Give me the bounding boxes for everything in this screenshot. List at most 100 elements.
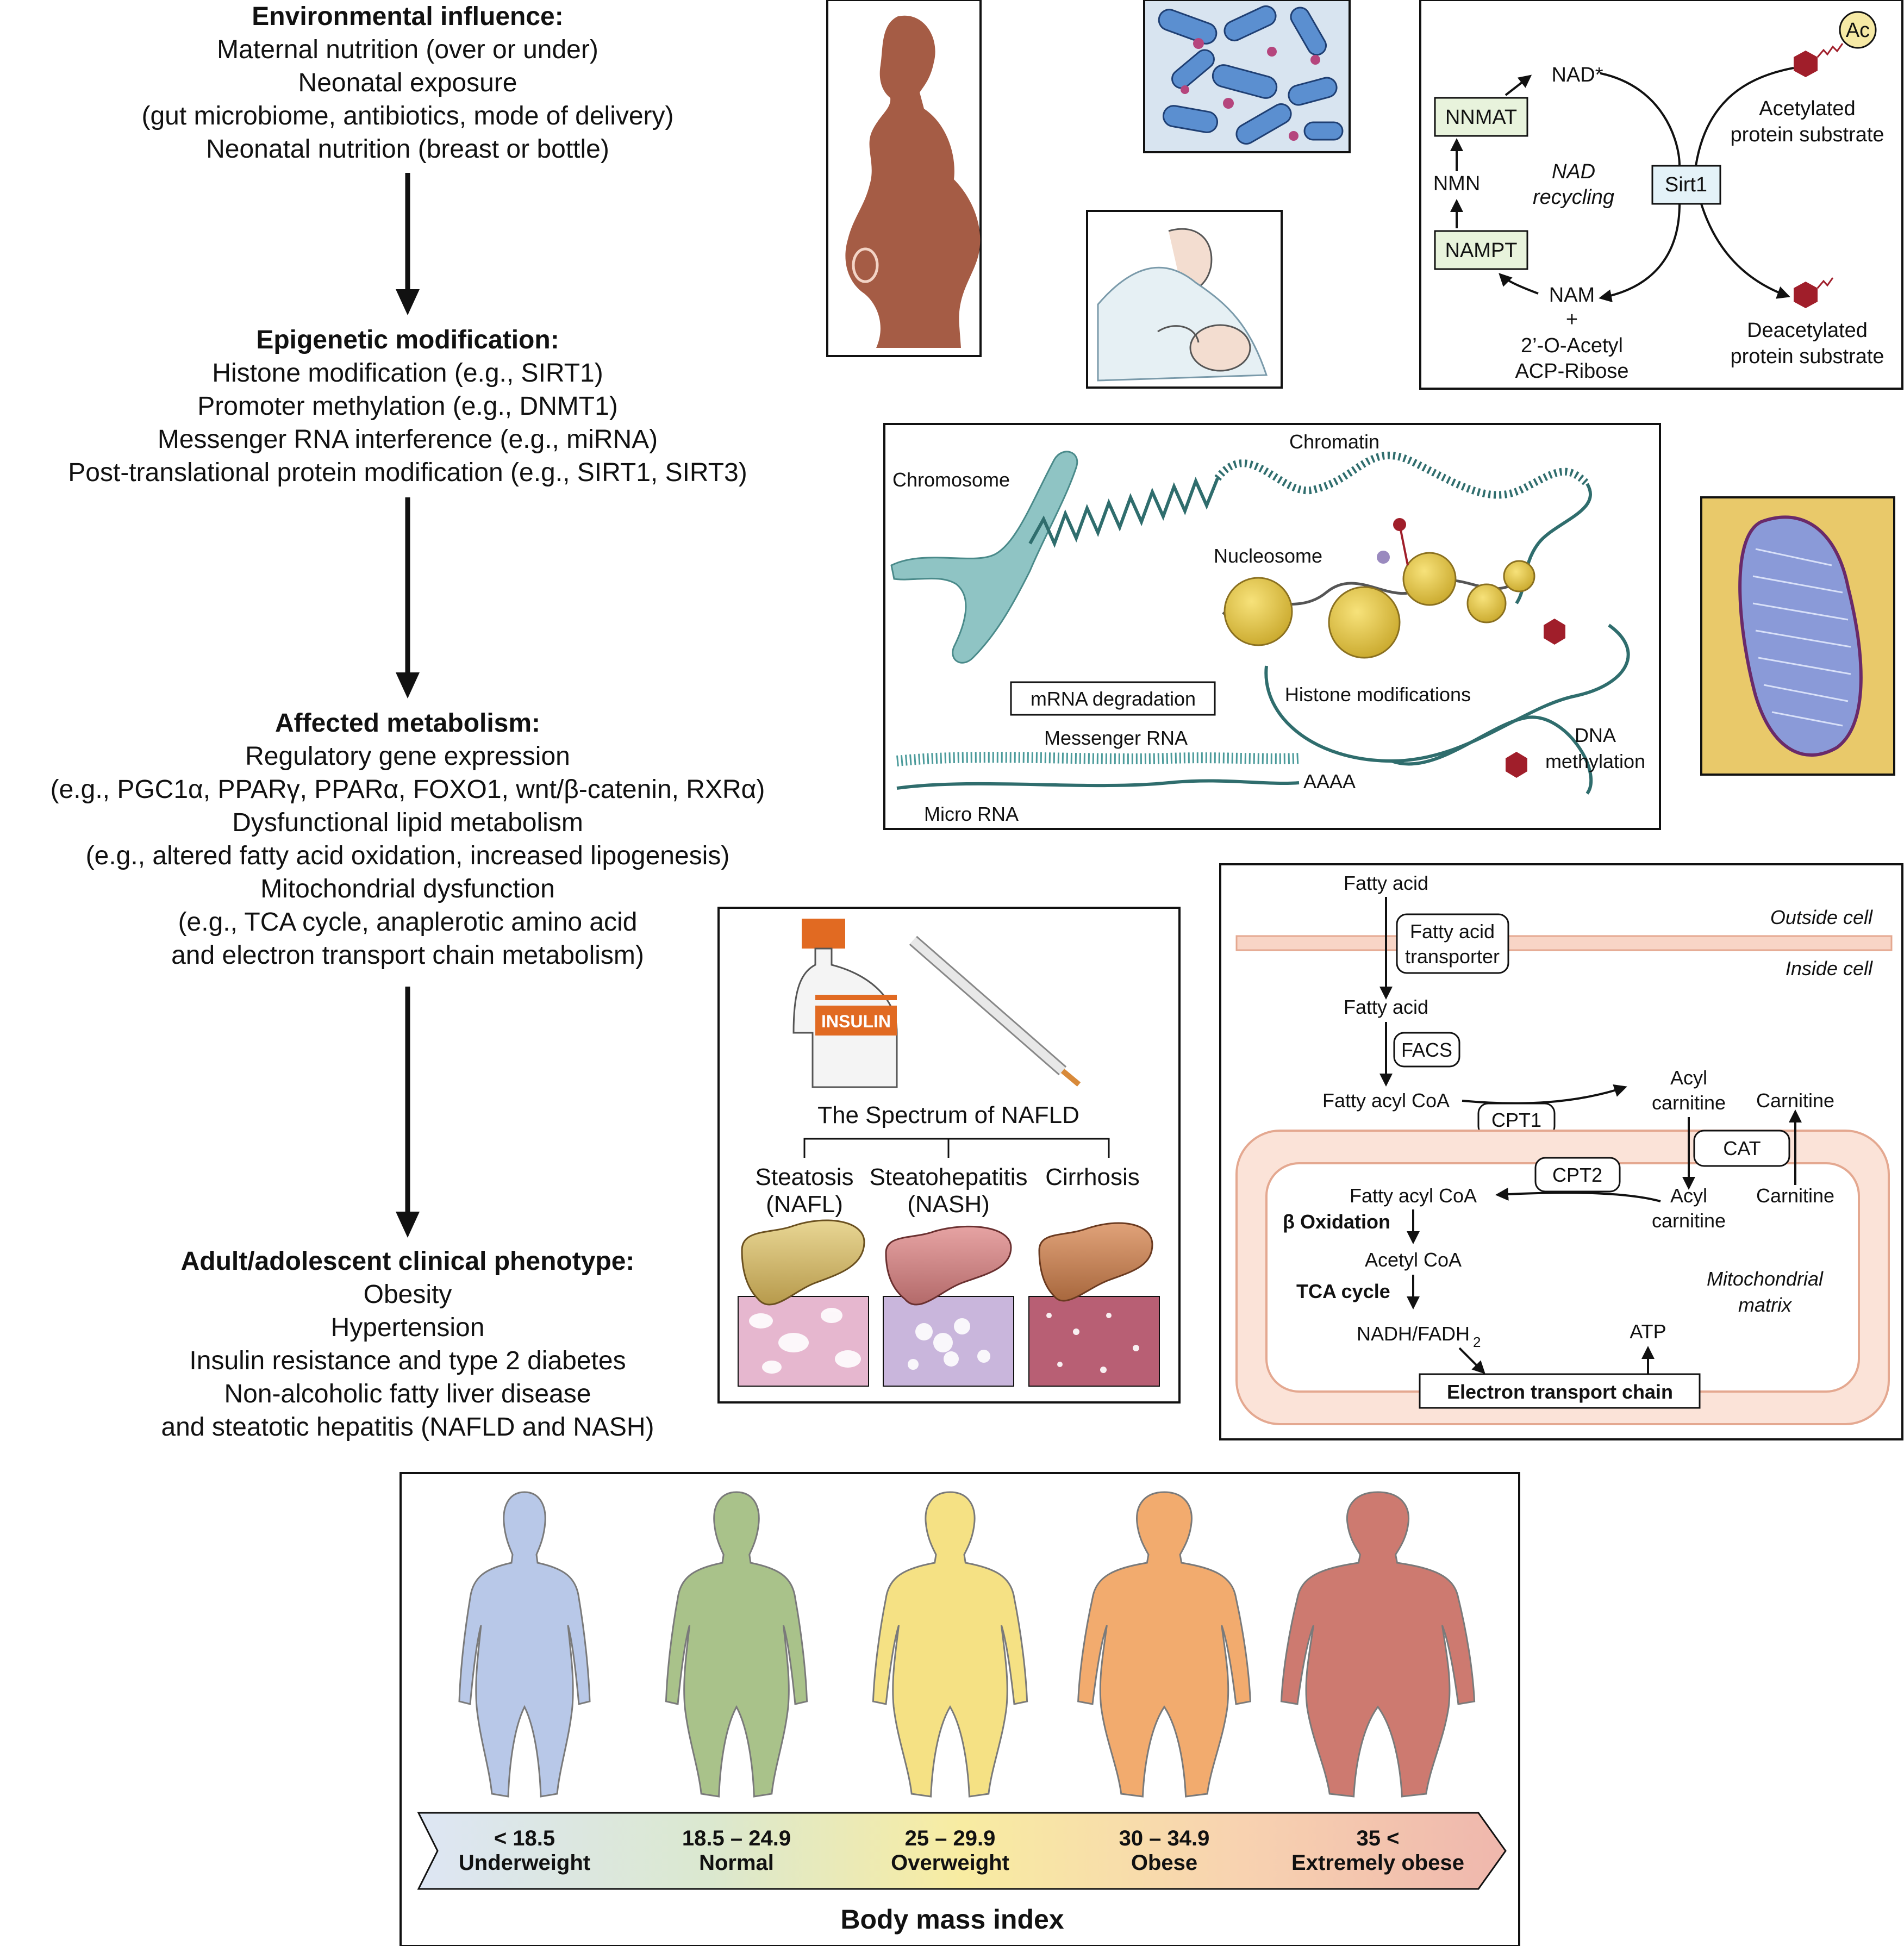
chromosome-label: Chromosome — [892, 469, 1010, 491]
insulin-label-band — [815, 1006, 897, 1036]
insulin-text: INSULIN — [821, 1012, 891, 1031]
cell-membrane — [1235, 935, 1893, 951]
methyl-hexagon-1 — [1544, 619, 1565, 645]
deacetylated-label-1: Deacetylated — [1747, 319, 1868, 342]
phe-line-2: Hypertension — [330, 1313, 485, 1342]
nafld-panel: INSULIN The Spectrum of NAFLD Steatosis … — [717, 907, 1181, 1404]
bacteria-cluster — [1158, 5, 1344, 145]
cristae — [1752, 548, 1851, 727]
phe-line-1: Obesity — [363, 1280, 452, 1309]
epi-line-1: Histone modification (e.g., SIRT1) — [212, 359, 603, 388]
nucleosome-3 — [1402, 552, 1457, 606]
metabolism-block: Affected metabolism: Regulatory gene exp… — [0, 707, 815, 972]
syringe-needle — [1060, 1069, 1081, 1087]
etc-label: Electron transport chain — [1447, 1381, 1673, 1403]
inside-cell-label: Inside cell — [1786, 957, 1873, 980]
methyl-hexagon-2 — [1506, 752, 1527, 778]
env-line-4: Neonatal nutrition (breast or bottle) — [206, 135, 609, 164]
met-line-4: (e.g., altered fatty acid oxidation, inc… — [85, 841, 730, 870]
sirt1-panel: NAD* NNMAT NMN NAMPT NAM + 2’-O-Acetyl A… — [1419, 0, 1903, 390]
bmi-range-2: 18.5 – 24.9 — [682, 1826, 791, 1850]
body-silhouette-5 — [1280, 1491, 1476, 1798]
nucleosome-4 — [1466, 583, 1507, 623]
epi-line-2: Promoter methylation (e.g., DNMT1) — [197, 392, 618, 421]
aaaa-label: AAAA — [1303, 770, 1356, 793]
cat-box — [1693, 1130, 1790, 1167]
bmi-range-5: 35 < — [1357, 1826, 1400, 1850]
met-line-7: and electron transport chain metabolism) — [171, 941, 644, 970]
arrow-acyl-facoa — [1495, 1187, 1661, 1202]
deacetylated-label-2: protein substrate — [1730, 345, 1884, 368]
sirt1-box — [1651, 165, 1721, 205]
bmi-category-2: Normal — [699, 1851, 774, 1875]
recycling-label-2: recycling — [1533, 186, 1614, 209]
acetyl-coa-label: Acetyl CoA — [1365, 1249, 1462, 1271]
nampt-box — [1434, 230, 1528, 270]
acp-label-1: 2’-O-Acetyl — [1521, 334, 1623, 357]
nucleosome-label: Nucleosome — [1214, 545, 1322, 567]
chromatin-coil — [1028, 476, 1219, 548]
facs-box — [1393, 1032, 1460, 1068]
histone-mark-purple — [1377, 551, 1390, 564]
cat-label: CAT — [1723, 1137, 1761, 1159]
atp-label: ATP — [1630, 1320, 1666, 1343]
arrowhead-3 — [396, 1212, 420, 1238]
mitochondrion — [1738, 515, 1863, 757]
nnmat-label: NNMAT — [1445, 106, 1517, 129]
acetylated-hexagon — [1794, 51, 1818, 77]
transporter-box — [1396, 913, 1509, 974]
met-line-3: Dysfunctional lipid metabolism — [232, 808, 583, 837]
beta-oxidation-label: β Oxidation — [1283, 1211, 1390, 1233]
nucleosome-5 — [1503, 560, 1535, 592]
dna-strand-2 — [1390, 715, 1593, 795]
steatosis-liver — [741, 1219, 865, 1306]
arc-sirt1-acetylated — [1695, 67, 1794, 166]
fatty-acid-outside-label: Fatty acid — [1344, 872, 1428, 894]
arrow-nam-nampt — [1499, 273, 1539, 295]
nucleosome-1 — [1223, 577, 1293, 646]
cirrhosis-histology — [1028, 1296, 1160, 1387]
acyl-matrix-label: Acyl — [1670, 1184, 1707, 1207]
phe-line-4: Non-alcoholic fatty liver disease — [224, 1380, 591, 1408]
mrna-degradation-box — [1010, 681, 1216, 716]
messenger-rna — [896, 752, 1300, 766]
bmi-category-1: Underweight — [459, 1851, 590, 1875]
bmi-category-5: Extremely obese — [1291, 1851, 1464, 1875]
outside-cell-label: Outside cell — [1770, 906, 1873, 928]
nmn-label: NMN — [1433, 172, 1481, 195]
pregnancy-panel — [826, 0, 982, 357]
arrow-facoa-acyl — [1462, 1084, 1627, 1105]
met-line-2: (e.g., PGC1α, PPARγ, PPARα, FOXO1, wnt/β… — [50, 775, 765, 804]
epi-line-3: Messenger RNA interference (e.g., miRNA) — [157, 425, 658, 454]
breastfeeding-panel — [1086, 210, 1283, 389]
phenotype-block: Adult/adolescent clinical phenotype: Obe… — [0, 1245, 815, 1444]
recycling-label-1: NAD — [1552, 160, 1595, 183]
fatty-acid-inside-label: Fatty acid — [1344, 996, 1428, 1018]
nash-liver — [885, 1225, 1012, 1306]
bmi-range-1: < 18.5 — [494, 1826, 555, 1850]
mrna-degradation-label: mRNA degradation — [1031, 688, 1196, 710]
phe-line-3: Insulin resistance and type 2 diabetes — [189, 1346, 626, 1375]
mitochondrial-matrix-label-1: Mitochondrial — [1707, 1268, 1824, 1290]
insulin-cap — [802, 919, 845, 949]
body-silhouette-4 — [1077, 1491, 1251, 1798]
mitochondrial-matrix-label-2: matrix — [1738, 1294, 1793, 1316]
met-line-1: Regulatory gene expression — [245, 742, 570, 771]
flow-arrows — [396, 173, 420, 1238]
body-silhouette-3 — [872, 1491, 1028, 1798]
epigenetic-block: Epigenetic modification: Histone modific… — [0, 323, 815, 489]
nampt-label: NAMPT — [1445, 239, 1518, 262]
body-silhouette-1 — [458, 1491, 591, 1798]
microbiome-panel — [1143, 0, 1351, 153]
metabolism-title: Affected metabolism: — [274, 709, 541, 738]
phenotype-title: Adult/adolescent clinical phenotype: — [180, 1247, 635, 1276]
nash-label: (NASH) — [907, 1191, 990, 1218]
nadh-subscript: 2 — [1473, 1334, 1481, 1350]
plus-label: + — [1566, 308, 1578, 331]
arc-sirt1-deacetylated — [1700, 203, 1790, 299]
env-line-1: Maternal nutrition (over or under) — [217, 35, 598, 64]
micro-rna-label: Micro RNA — [924, 803, 1019, 825]
bmi-scale-arrow — [417, 1812, 1507, 1890]
